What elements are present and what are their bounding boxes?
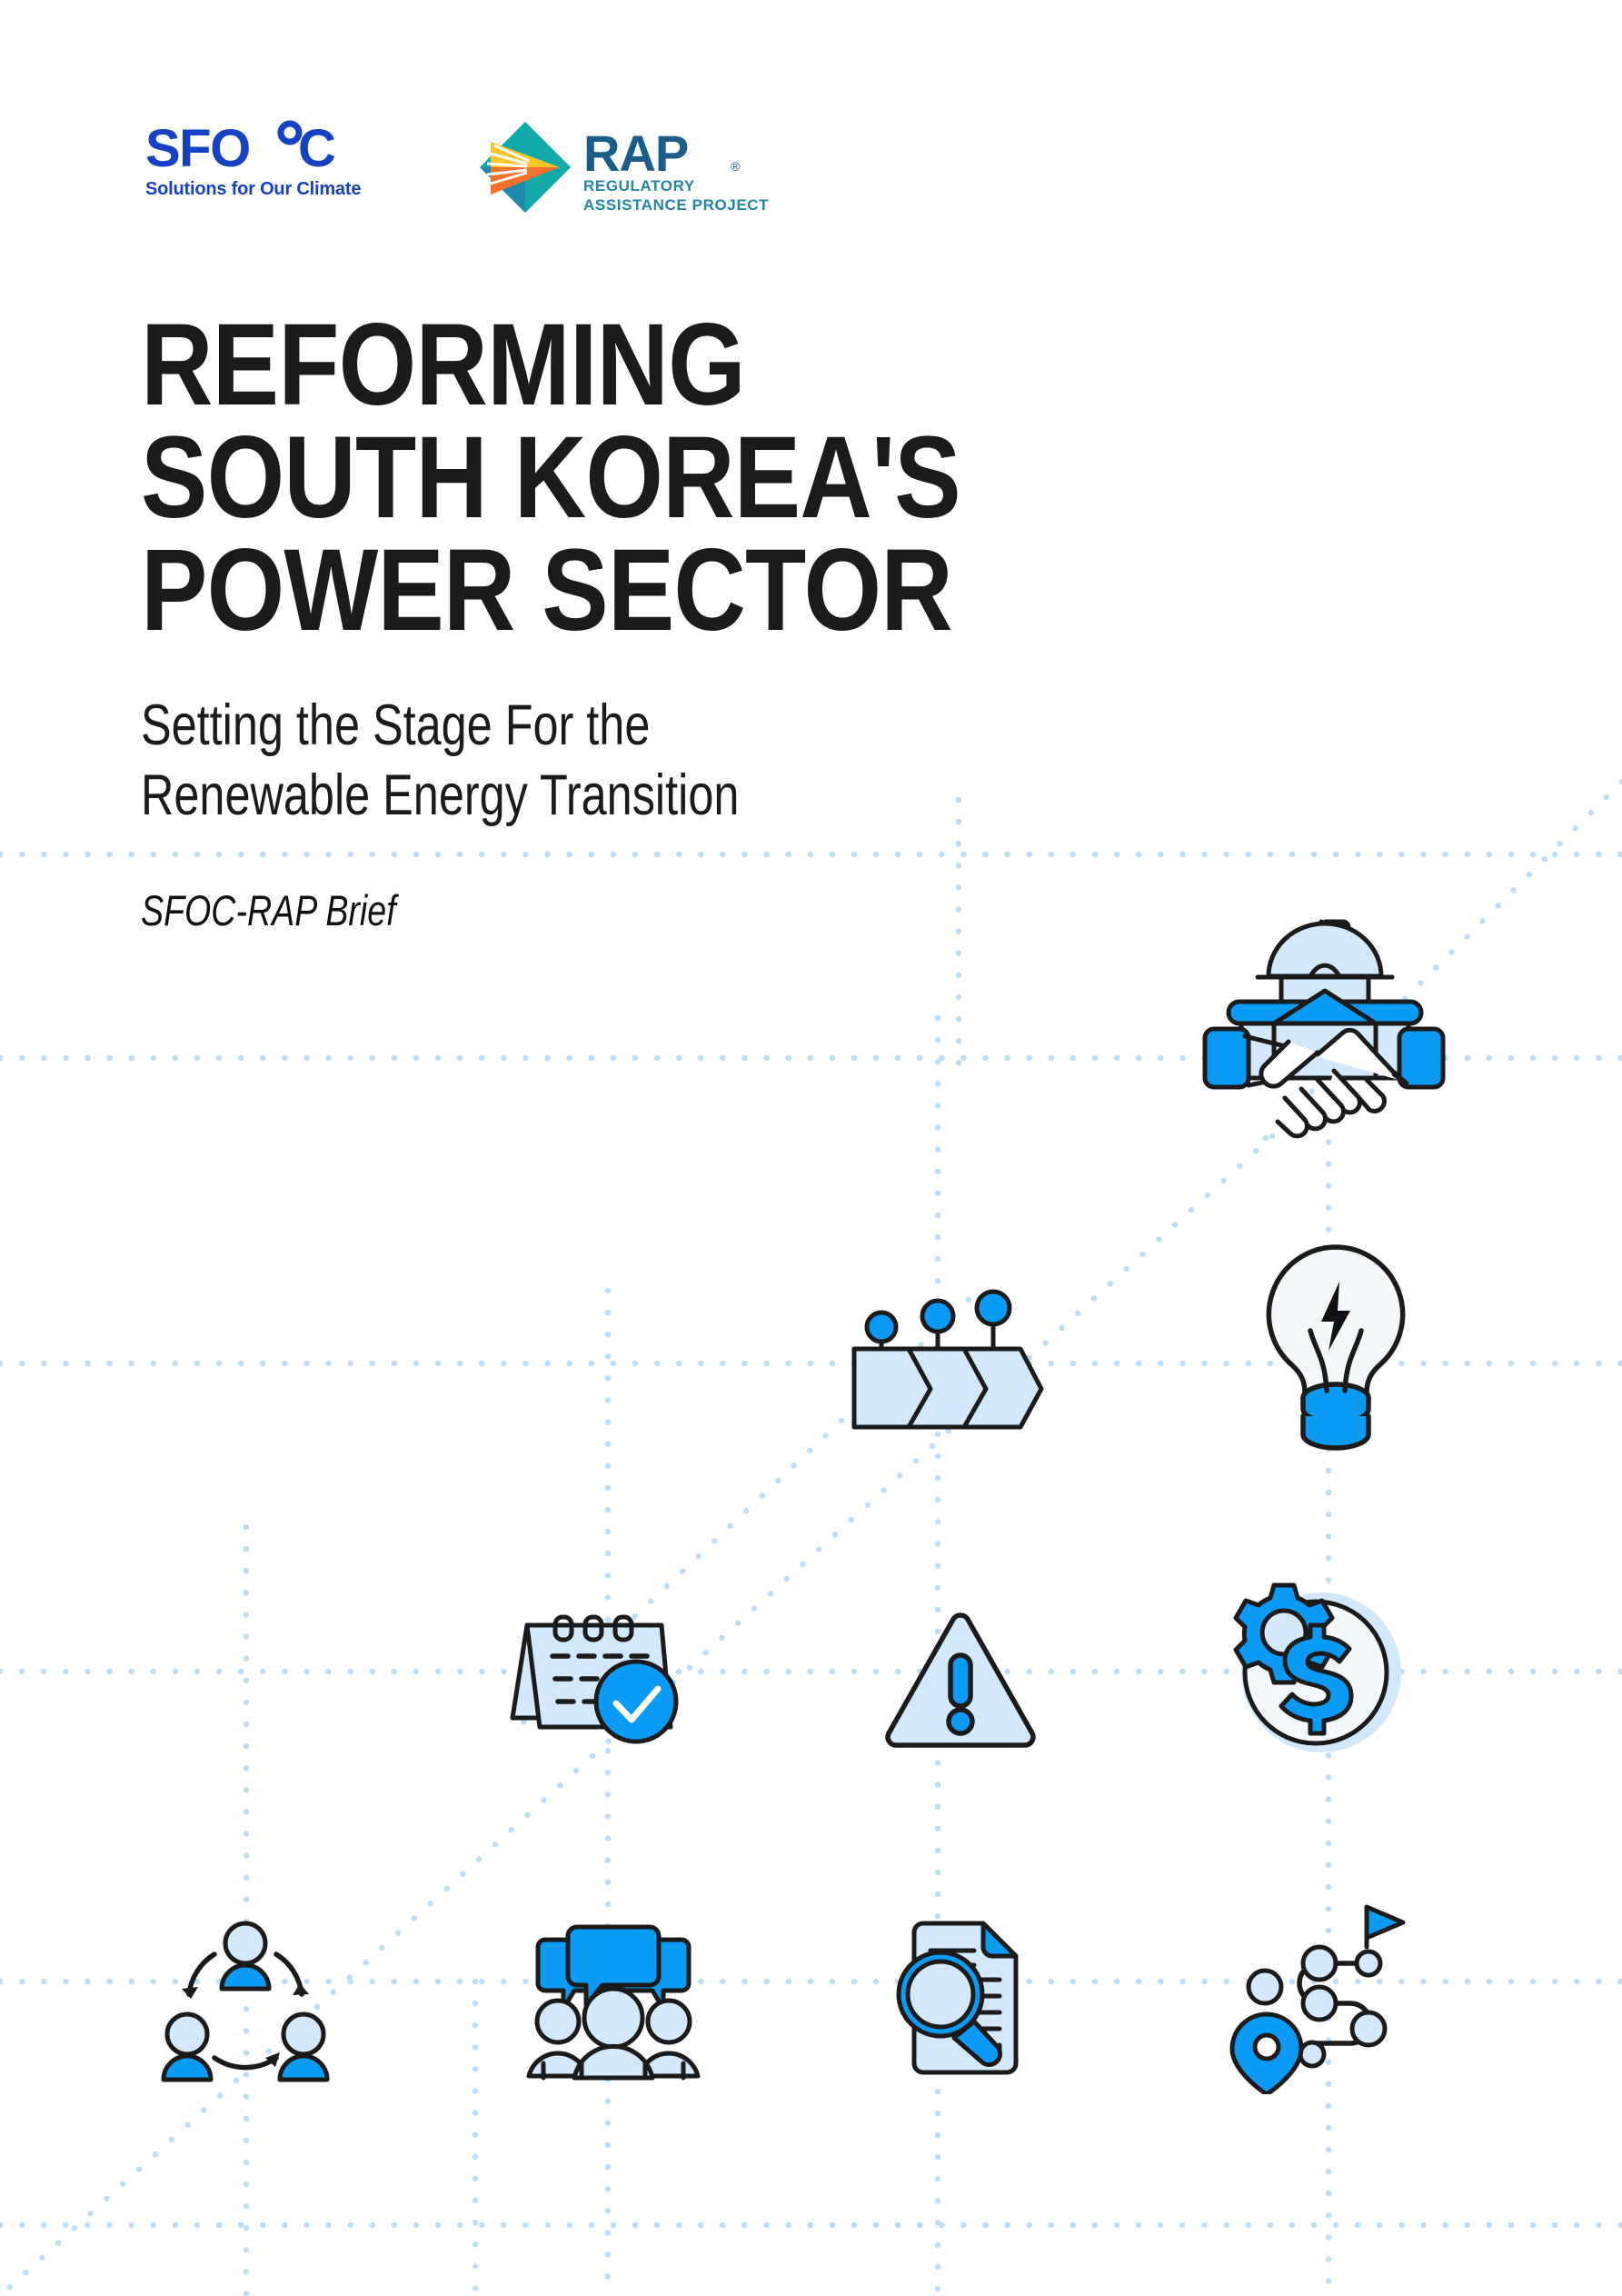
calendar-check-icon <box>507 1589 689 1752</box>
page-title-line-3: POWER SECTOR <box>141 525 953 656</box>
group-discussion-icon <box>518 1907 709 2098</box>
warning-triangle-icon <box>880 1604 1041 1759</box>
rap-registered-mark: ® <box>731 159 741 174</box>
rap-wordmark-text: RAP <box>583 125 688 182</box>
sfoc-degree-symbol <box>277 120 303 145</box>
grid-vertical-lines <box>243 796 1332 2296</box>
sfoc-wordmark-text: SFO <box>145 119 250 178</box>
rap-subtext-line1: REGULATORY <box>583 177 695 195</box>
people-network-icon <box>154 1907 336 2089</box>
page-subtitle: Setting the Stage For the Renewable Ener… <box>141 647 940 831</box>
rap-diamond-mark <box>480 122 571 213</box>
document-search-icon <box>880 1907 1061 2089</box>
route-map-icon <box>1225 1900 1425 2097</box>
page-title: REFORMING SOUTH KOREA'S POWER SECTOR <box>141 300 1000 656</box>
lightbulb-icon <box>1245 1234 1427 1472</box>
sfoc-wordmark-c: C <box>298 119 336 178</box>
rap-subtext-line2: ASSISTANCE PROJECT <box>583 196 769 214</box>
sfoc-logo: SFO C Solutions for Our Climate <box>145 118 373 202</box>
page-subtitle-line-1: Setting the Stage For the <box>141 694 651 758</box>
page-title-line-2: SOUTH KOREA'S <box>141 413 961 544</box>
sfoc-tagline-text: Solutions for Our Climate <box>145 179 361 199</box>
brief-label: SFOC-RAP Brief <box>141 886 396 935</box>
gear-dollar-icon <box>1216 1569 1412 1758</box>
cover-text-block: REFORMING SOUTH KOREA'S POWER SECTOR Set… <box>141 300 1140 935</box>
roadmap-arrows-icon <box>834 1271 1052 1443</box>
page-title-line-1: REFORMING <box>141 300 746 430</box>
page-subtitle-line-2: Renewable Energy Transition <box>141 764 740 828</box>
rap-logo: RAP ® REGULATORY ASSISTANCE PROJECT <box>473 118 772 218</box>
government-handshake-icon <box>1198 902 1452 1165</box>
logo-row: SFO C Solutions for Our Climate <box>145 118 772 218</box>
